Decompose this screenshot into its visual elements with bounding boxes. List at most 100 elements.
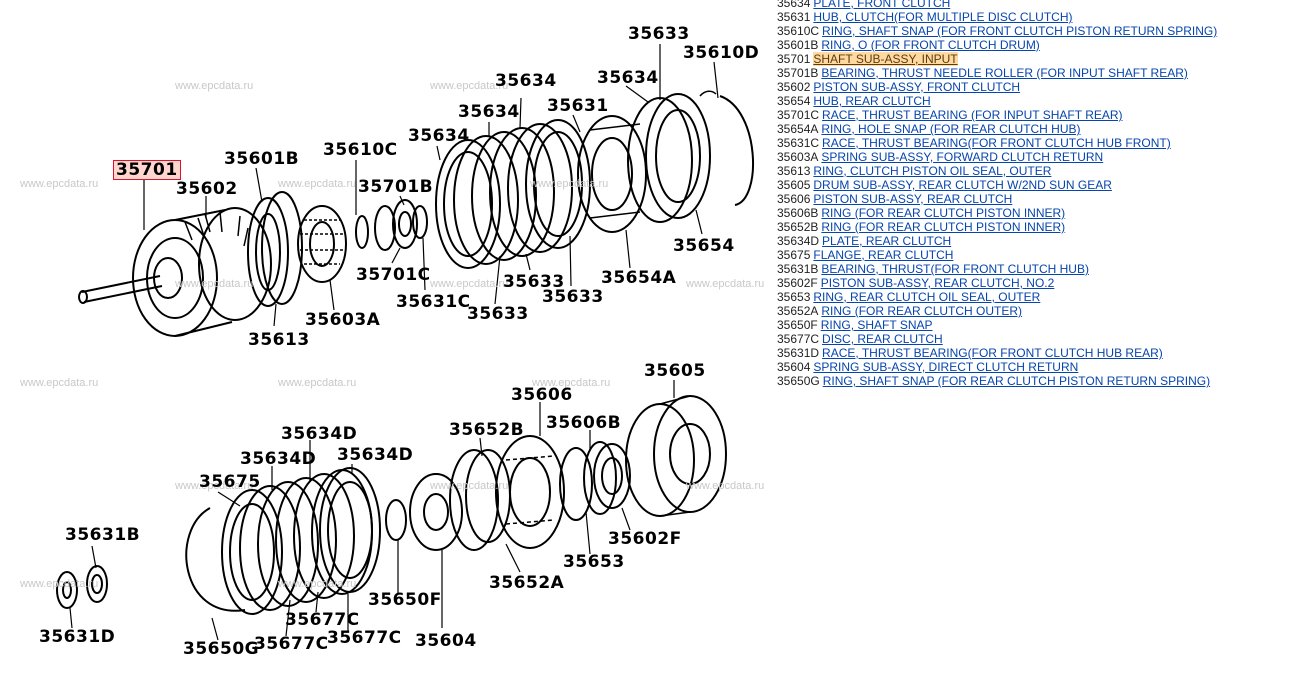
callout-label[interactable]: 35613 xyxy=(248,330,310,350)
part-link[interactable]: RING, SHAFT SNAP (FOR REAR CLUTCH PISTON… xyxy=(822,374,1211,388)
part-link[interactable]: PISTON SUB-ASSY, REAR CLUTCH, NO.2 xyxy=(820,276,1055,290)
part-link[interactable]: RACE, THRUST BEARING(FOR FRONT CLUTCH HU… xyxy=(822,136,1171,150)
part-link[interactable]: RING (FOR REAR CLUTCH OUTER) xyxy=(821,304,1023,318)
watermark: www.epcdata.ru xyxy=(175,480,254,492)
callout-label[interactable]: 35603A xyxy=(305,310,381,330)
callout-label[interactable]: 35633 xyxy=(503,272,565,292)
callout-label[interactable]: 35677C xyxy=(285,610,360,630)
callout-label[interactable]: 35602F xyxy=(608,529,682,549)
part-link[interactable]: SPRING SUB-ASSY, DIRECT CLUTCH RETURN xyxy=(813,360,1079,374)
callout-label[interactable]: 35650G xyxy=(183,639,260,659)
callout-label[interactable]: 35701B xyxy=(358,177,434,197)
callout-label[interactable]: 35634 xyxy=(408,126,470,146)
part-link[interactable]: RING, O (FOR FRONT CLUTCH DRUM) xyxy=(821,38,1040,52)
callout-label[interactable]: 35677C xyxy=(254,634,329,654)
part-code: 35654A xyxy=(777,122,819,136)
part-link[interactable]: RING, REAR CLUTCH OIL SEAL, OUTER xyxy=(813,290,1041,304)
part-code: 35602 xyxy=(777,80,811,94)
part-code: 35631B xyxy=(777,262,819,276)
callout-label[interactable]: 35606 xyxy=(511,385,573,405)
part-link[interactable]: HUB, REAR CLUTCH xyxy=(813,94,931,108)
part-link-selected[interactable]: SHAFT SUB-ASSY, INPUT xyxy=(813,52,958,66)
part-link[interactable]: FLANGE, REAR CLUTCH xyxy=(813,248,954,262)
callout-label[interactable]: 35634 xyxy=(597,68,659,88)
callout-label[interactable]: 35631C xyxy=(396,292,471,312)
exploded-parts-diagram: www.epcdata.ru www.epcdata.ru www.epcdat… xyxy=(20,24,764,659)
part-link[interactable]: DRUM SUB-ASSY, REAR CLUTCH W/2ND SUN GEA… xyxy=(813,178,1112,192)
callout-label[interactable]: 35606B xyxy=(546,413,622,433)
part-link[interactable]: RACE, THRUST BEARING(FOR FRONT CLUTCH HU… xyxy=(822,346,1163,360)
watermark: www.epcdata.ru xyxy=(530,178,609,190)
part-link[interactable]: RING, HOLE SNAP (FOR REAR CLUTCH HUB) xyxy=(821,122,1081,136)
callout-label[interactable]: 35610D xyxy=(683,43,760,63)
callout-label[interactable]: 35654 xyxy=(673,236,735,256)
callout-label[interactable]: 35605 xyxy=(644,361,706,381)
part-code: 35606 xyxy=(777,192,811,206)
callout-label[interactable]: 35604 xyxy=(415,631,477,651)
callout-label[interactable]: 35677C xyxy=(327,628,402,648)
part-link[interactable]: DISC, REAR CLUTCH xyxy=(822,332,943,346)
callout-label[interactable]: 35601B xyxy=(224,149,300,169)
callout-label[interactable]: 35633 xyxy=(542,287,604,307)
part-link[interactable]: RING, CLUTCH PISTON OIL SEAL, OUTER xyxy=(813,164,1052,178)
part-link[interactable]: RING (FOR REAR CLUTCH PISTON INNER) xyxy=(821,220,1066,234)
callout-label[interactable]: 35634 xyxy=(458,102,520,122)
callout-label[interactable]: 35654A xyxy=(601,268,677,288)
callout-label[interactable]: 35631 xyxy=(547,96,609,116)
part-link[interactable]: RING, SHAFT SNAP xyxy=(820,318,933,332)
watermark: www.epcdata.ru xyxy=(20,578,99,590)
callout-label[interactable]: 35610C xyxy=(323,140,398,160)
part-link[interactable]: BEARING, THRUST NEEDLE ROLLER (FOR INPUT… xyxy=(821,66,1188,80)
part-code: 35652A xyxy=(777,304,819,318)
watermark: www.epcdata.ru xyxy=(430,80,509,92)
part-code: 35677C xyxy=(777,332,820,346)
callout-label[interactable]: 35602 xyxy=(176,179,238,199)
part-code: 35631D xyxy=(777,346,820,360)
watermark: www.epcdata.ru xyxy=(278,578,357,590)
part-code: 35613 xyxy=(777,164,811,178)
part-link[interactable]: PLATE, FRONT CLUTCH xyxy=(813,0,951,10)
part-link[interactable]: PISTON SUB-ASSY, REAR CLUTCH xyxy=(813,192,1013,206)
part-link[interactable]: SPRING SUB-ASSY, FORWARD CLUTCH RETURN xyxy=(821,150,1104,164)
callout-35701[interactable]: 35701 xyxy=(113,160,181,180)
part-link[interactable]: HUB, CLUTCH(FOR MULTIPLE DISC CLUTCH) xyxy=(813,10,1073,24)
callout-label[interactable]: 35633 xyxy=(467,304,529,324)
part-code: 35603A xyxy=(777,150,819,164)
callout-label[interactable]: 35652B xyxy=(449,420,525,440)
part-link[interactable]: PLATE, REAR CLUTCH xyxy=(822,234,952,248)
part-link[interactable]: PISTON SUB-ASSY, FRONT CLUTCH xyxy=(813,80,1021,94)
callout-label[interactable]: 35634D xyxy=(240,449,317,469)
callout-label[interactable]: 35633 xyxy=(628,24,690,44)
callout-label[interactable]: 35634D xyxy=(337,445,414,465)
part-link[interactable]: BEARING, THRUST(FOR FRONT CLUTCH HUB) xyxy=(821,262,1089,276)
watermark: www.epcdata.ru xyxy=(278,377,357,389)
callout-label[interactable]: 35634 xyxy=(495,71,557,91)
callout-label[interactable]: 35701C xyxy=(356,265,431,285)
callout-label[interactable]: 35631D xyxy=(39,627,116,647)
part-code: 35701B xyxy=(777,66,819,80)
part-code: 35610C xyxy=(777,24,820,38)
part-link[interactable]: RACE, THRUST BEARING (FOR INPUT SHAFT RE… xyxy=(822,108,1123,122)
callout-label[interactable]: 35634D xyxy=(281,424,358,444)
callout-label[interactable]: 35652A xyxy=(489,573,565,593)
callout-label[interactable]: 35631B xyxy=(65,525,141,545)
watermark: www.epcdata.ru xyxy=(20,377,99,389)
callout-label[interactable]: 35653 xyxy=(563,552,625,572)
callout-label[interactable]: 35650F xyxy=(368,590,442,610)
callout-label[interactable]: 35675 xyxy=(199,472,261,492)
part-link[interactable]: RING, SHAFT SNAP (FOR FRONT CLUTCH PISTO… xyxy=(822,24,1218,38)
part-link[interactable]: RING (FOR REAR CLUTCH PISTON INNER) xyxy=(821,206,1066,220)
